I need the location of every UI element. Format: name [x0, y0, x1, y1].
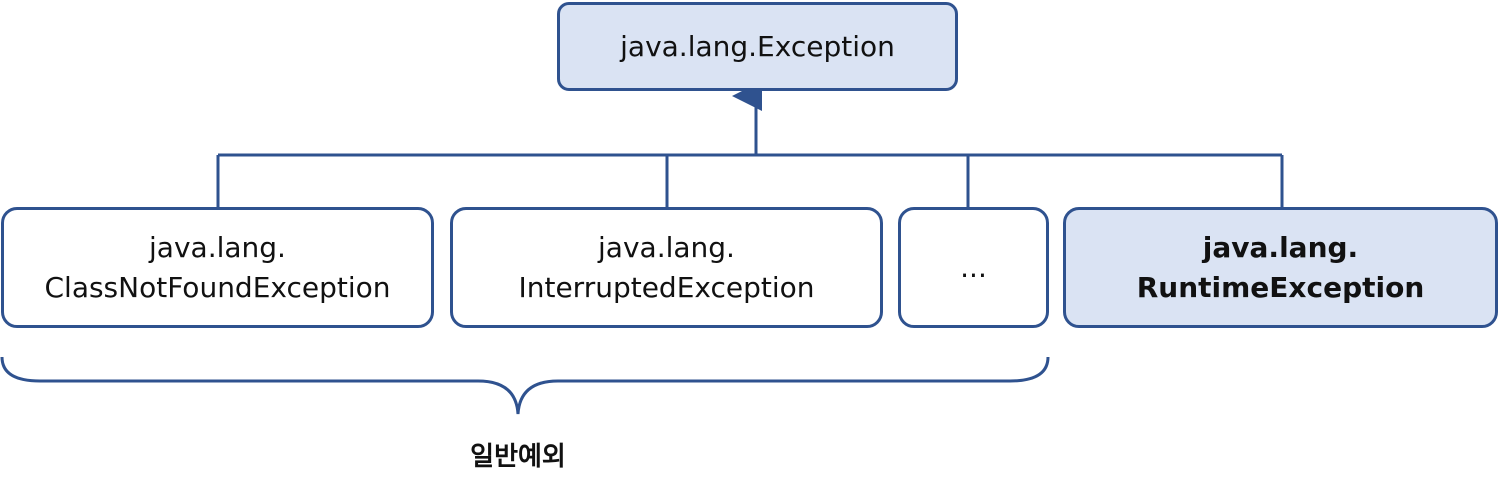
- child-node-line2: ClassNotFoundException: [44, 270, 391, 304]
- child-node-classnotfoundexception: java.lang. ClassNotFoundException: [1, 207, 434, 328]
- group-label-checked-exceptions: 일반예외: [470, 442, 566, 472]
- root-node-label: java.lang.Exception: [620, 29, 895, 63]
- child-node-line1: ...: [960, 250, 987, 284]
- root-node-exception: java.lang.Exception: [557, 2, 958, 91]
- child-node-runtimeexception: java.lang. RuntimeException: [1063, 207, 1498, 328]
- child-node-ellipsis: ...: [898, 207, 1049, 328]
- child-node-line1: java.lang.: [1202, 230, 1359, 264]
- child-node-line2: RuntimeException: [1136, 270, 1425, 304]
- child-node-line2: InterruptedException: [518, 270, 815, 304]
- curly-brace: [0, 356, 1050, 415]
- child-node-interruptedexception: java.lang. InterruptedException: [450, 207, 883, 328]
- child-node-line1: java.lang.: [149, 230, 286, 264]
- child-node-line1: java.lang.: [598, 230, 735, 264]
